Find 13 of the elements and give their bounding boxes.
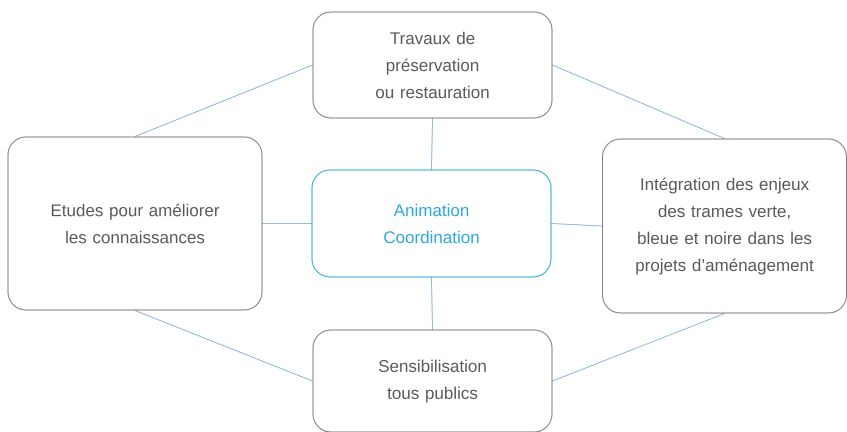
topic-box: Intégration des enjeux des trames verte, bleue et noire dans les projets d’aménagement [602,138,847,314]
connector-line [431,277,433,330]
topic-box: Travaux de préservation ou restauration [312,12,552,118]
connector-line [552,313,725,382]
connector-line [134,64,313,137]
connector-line [551,223,602,226]
connector-line [431,118,433,170]
connector-line [134,310,313,382]
topic-box: Etudes pour améliorer les connaissances [8,136,262,310]
connector-line [262,223,312,224]
connector-line [552,64,725,139]
coordination-box: Animation Coordination [312,170,552,278]
topic-box: Sensibilisation tous publics [312,330,552,432]
